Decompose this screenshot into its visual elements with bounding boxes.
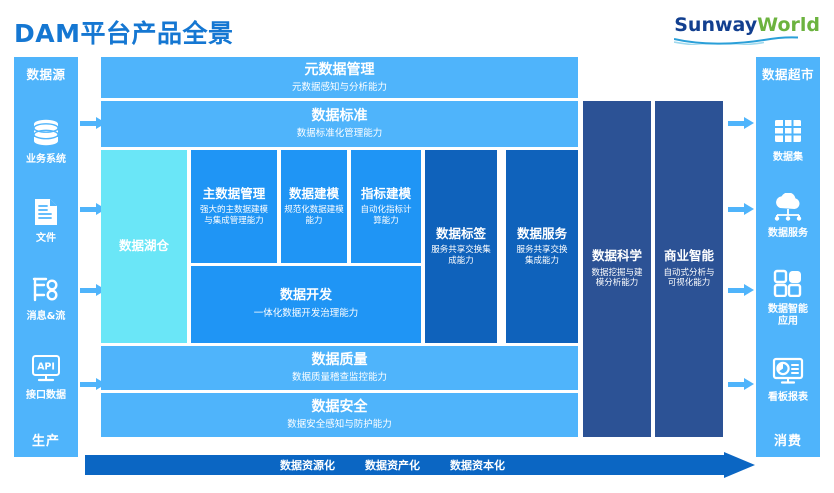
flow-stage-2: 数据资产化 — [365, 459, 420, 472]
panel-subtitle: 强大的主数据建模 与集成管理能力 — [199, 205, 268, 226]
sidebar-item-intelligent-app[interactable]: 数据智能 应用 — [768, 266, 808, 327]
cloud-service-icon — [771, 190, 805, 224]
panel-data-quality[interactable]: 数据质量 数据质量稽查监控能力 — [101, 346, 578, 390]
panel-title: 数据质量 — [311, 352, 368, 369]
sidebar-item-label: 数据集 — [773, 151, 803, 163]
panel-title: 数据建模 — [288, 185, 339, 201]
connector-arrow-right-1 — [728, 117, 754, 129]
panel-title: 数据安全 — [311, 399, 368, 416]
panel-title: 元数据管理 — [304, 61, 375, 78]
sunwayworld-logo: SunwayWorld — [674, 16, 820, 45]
panel-subtitle: 数据质量稽查监控能力 — [291, 372, 387, 384]
flow-stage-1: 数据资源化 — [280, 459, 335, 472]
panel-title: 数据标准 — [311, 108, 368, 125]
sidebar-item-file[interactable]: 文件 — [32, 195, 60, 245]
panel-data-development[interactable]: 数据开发 一体化数据开发治理能力 — [191, 266, 421, 343]
panel-title: 商业智能 — [663, 248, 714, 264]
panel-subtitle: 服务共享交换集 成能力 — [431, 245, 491, 266]
data-source-heading: 数据源 — [26, 67, 66, 82]
data-source-column: 数据源 业务系统 — [14, 57, 78, 457]
sidebar-item-business-system[interactable]: 业务系统 — [26, 116, 66, 166]
panel-subtitle: 自动式分析与 可视化能力 — [663, 267, 715, 289]
panel-data-tag[interactable]: 数据标签 服务共享交换集 成能力 — [425, 150, 497, 343]
panel-data-security[interactable]: 数据安全 数据安全感知与防护能力 — [101, 393, 578, 437]
value-chain-flow-arrow: 数据资源化 数据资产化 数据资本化 — [85, 452, 755, 478]
api-icon: API — [30, 352, 62, 386]
sidebar-item-label: 看板报表 — [768, 391, 808, 403]
panel-title: 数据标签 — [435, 225, 486, 241]
panel-subtitle: 数据挖掘与建 模分析能力 — [591, 267, 643, 289]
stream-icon — [30, 273, 62, 307]
panel-subtitle: 规范化数据建模 能力 — [284, 205, 344, 226]
panel-subtitle: 数据标准化管理能力 — [296, 128, 383, 140]
sidebar-item-dashboard-report[interactable]: 看板报表 — [768, 354, 808, 404]
panel-title: 数据湖仓 — [118, 238, 169, 254]
sidebar-item-data-service[interactable]: 数据服务 — [768, 190, 808, 240]
logo-secondary-text: World — [757, 14, 820, 36]
panel-metadata-management[interactable]: 元数据管理 元数据感知与分析能力 — [101, 57, 578, 98]
connector-arrow-right-2 — [728, 203, 754, 215]
panel-data-modeling[interactable]: 数据建模 规范化数据建模 能力 — [281, 150, 347, 263]
svg-text:API: API — [37, 361, 55, 372]
panel-subtitle: 一体化数据开发治理能力 — [253, 308, 359, 320]
flow-arrow-head-icon — [724, 452, 755, 478]
data-supermarket-heading: 数据超市 — [761, 67, 814, 82]
sidebar-item-api-data[interactable]: API 接口数据 — [26, 352, 66, 402]
panel-data-service[interactable]: 数据服务 服务共享交换 集成能力 — [506, 150, 578, 343]
panel-title: 数据开发 — [279, 288, 332, 304]
grid-icon — [773, 114, 803, 148]
flow-stage-labels: 数据资源化 数据资产化 数据资本化 — [280, 455, 505, 475]
panel-master-data-management[interactable]: 主数据管理 强大的主数据建模 与集成管理能力 — [191, 150, 277, 263]
sidebar-item-dataset[interactable]: 数据集 — [773, 114, 803, 164]
panel-subtitle: 服务共享交换 集成能力 — [516, 245, 568, 266]
panel-title: 主数据管理 — [202, 185, 266, 201]
logo-swoosh-icon — [674, 36, 799, 45]
dashboard-icon — [772, 354, 804, 388]
panel-business-intelligence[interactable]: 商业智能 自动式分析与 可视化能力 — [655, 101, 723, 437]
sidebar-item-label: 数据服务 — [768, 227, 808, 239]
panel-title: 数据服务 — [516, 225, 567, 241]
sidebar-item-label: 文件 — [36, 232, 56, 244]
page-title: DAM平台产品全景 — [14, 19, 234, 48]
flow-stage-3: 数据资本化 — [450, 459, 505, 472]
connector-arrow-right-3 — [728, 284, 754, 296]
panel-data-lakehouse[interactable]: 数据湖仓 — [101, 150, 187, 343]
panel-title: 数据科学 — [591, 248, 642, 264]
data-source-footer: 生产 — [31, 434, 60, 449]
panel-subtitle: 数据安全感知与防护能力 — [287, 419, 392, 431]
document-icon — [32, 195, 60, 229]
database-icon — [31, 116, 61, 150]
sidebar-item-label: 数据智能 应用 — [768, 304, 808, 327]
sidebar-item-label: 接口数据 — [26, 389, 66, 401]
data-supermarket-footer: 消费 — [773, 434, 802, 449]
data-supermarket-column: 数据超市 数据集 — [756, 57, 820, 457]
flow-arrow-body — [85, 455, 725, 475]
panel-subtitle: 元数据感知与分析能力 — [291, 81, 387, 93]
sidebar-item-message-stream[interactable]: 消息&流 — [26, 273, 66, 323]
blocks-icon — [773, 266, 803, 300]
logo-primary-text: Sunway — [674, 14, 758, 36]
panel-metric-modeling[interactable]: 指标建模 自动化指标计 算能力 — [351, 150, 421, 263]
panel-data-standard[interactable]: 数据标准 数据标准化管理能力 — [101, 101, 578, 147]
panel-subtitle: 自动化指标计 算能力 — [360, 205, 412, 226]
sidebar-item-label: 业务系统 — [26, 154, 66, 165]
sidebar-item-label: 消息&流 — [26, 311, 66, 322]
panel-data-science[interactable]: 数据科学 数据挖掘与建 模分析能力 — [583, 101, 651, 437]
panel-title: 指标建模 — [360, 185, 411, 201]
connector-arrow-right-4 — [728, 378, 754, 390]
